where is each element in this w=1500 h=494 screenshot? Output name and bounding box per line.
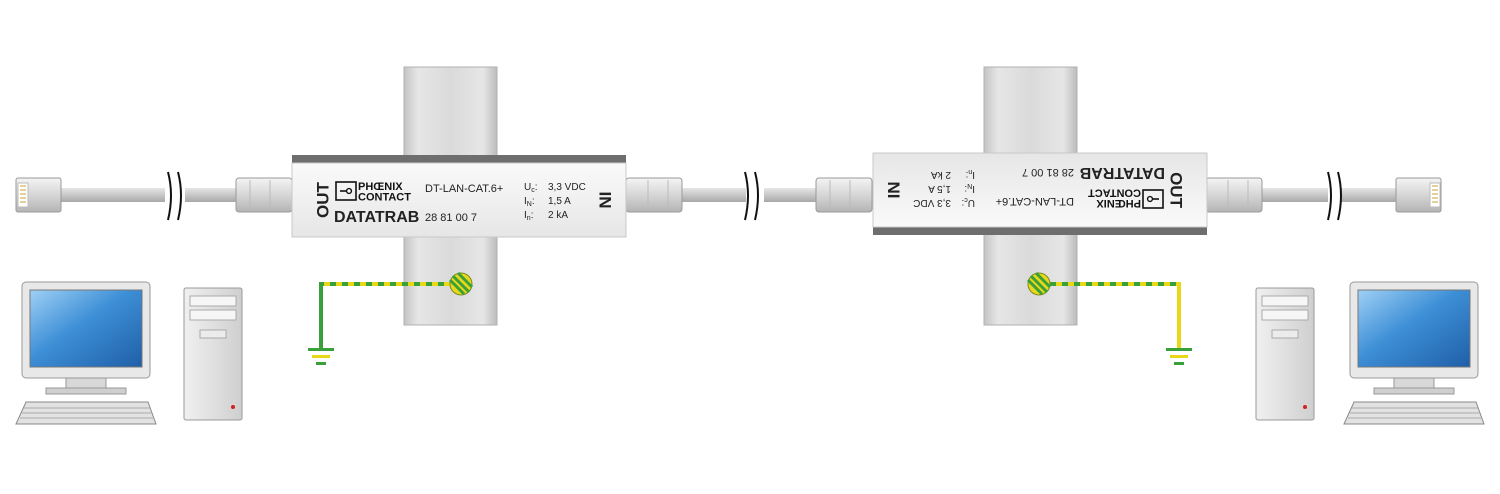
- cable-break-icon: [1327, 171, 1342, 221]
- keyboard-icon: [15, 401, 157, 425]
- spec-symbol: IN:: [964, 182, 975, 194]
- spec-value: 3,3 VDC: [548, 182, 586, 193]
- rj45-plug-icon: [625, 177, 683, 213]
- model-number: DT-LAN-CAT.6+: [425, 183, 503, 195]
- ground-wire-right: [1026, 271, 1181, 348]
- rj45-plug-icon: [15, 177, 62, 213]
- spec-symbol: In:: [966, 168, 975, 180]
- pc-monitor-icon: [21, 281, 151, 395]
- brand-line2: CONTACT: [358, 192, 411, 204]
- cable-segment-middle: [676, 188, 818, 202]
- spec-symbol: IN:: [524, 196, 535, 208]
- cable-segment-far-left: [60, 188, 240, 202]
- brand-line2: CONTACT: [1088, 187, 1141, 199]
- in-label: IN: [884, 182, 903, 199]
- spec-value: 2 kA: [931, 169, 951, 180]
- spec-list: Uc: 3,3 VDC IN: 1,5 A In: 2 kA: [913, 168, 975, 208]
- rj45-plug-icon: [1205, 177, 1263, 213]
- ground-wire-left: [319, 271, 474, 348]
- pc-monitor-icon: [1349, 281, 1479, 395]
- phoenix-contact-logo: PHŒNIX CONTACT: [335, 181, 411, 204]
- ground-symbol-icon: [1166, 348, 1192, 365]
- brand-line1: PHŒNIX: [1096, 197, 1141, 209]
- order-number: 28 81 00 7: [425, 212, 477, 224]
- out-label: OUT: [1167, 172, 1186, 209]
- surge-module-left: OUT PHŒNIX CONTACT DATATRAB DT-LAN-CAT.6…: [291, 155, 627, 238]
- in-label: IN: [596, 192, 615, 209]
- surge-module-right: OUT PHŒNIX CONTACT DATATRAB DT-LAN-CAT.6…: [872, 152, 1208, 235]
- pc-tower-icon: [183, 287, 243, 421]
- spec-symbol: In:: [524, 210, 533, 222]
- phoenix-contact-logo: PHŒNIX CONTACT: [1088, 187, 1164, 209]
- spec-value: 1,5 A: [548, 196, 571, 207]
- product-name: DATATRAB: [1080, 164, 1165, 181]
- out-label: OUT: [313, 181, 332, 218]
- cable-segment-far-right: [1260, 188, 1400, 202]
- spec-value: 1,5 A: [928, 183, 951, 194]
- ground-symbol-icon: [308, 348, 334, 365]
- cable-break-icon: [167, 171, 182, 221]
- spec-symbol: Uc:: [961, 196, 975, 208]
- order-number: 28 81 00 7: [1022, 166, 1074, 178]
- model-number: DT-LAN-CAT.6+: [996, 195, 1074, 207]
- keyboard-icon: [1343, 401, 1485, 425]
- spec-value: 3,3 VDC: [913, 197, 951, 208]
- spec-list: Uc: 3,3 VDC IN: 1,5 A In: 2 kA: [524, 182, 586, 222]
- spec-value: 2 kA: [548, 210, 568, 221]
- cable-break-icon: [744, 171, 759, 221]
- product-name: DATATRAB: [334, 209, 419, 226]
- brand-line1: PHŒNIX: [358, 181, 403, 193]
- rj45-plug-icon: [815, 177, 873, 213]
- rj45-plug-icon: [235, 177, 293, 213]
- pc-tower-icon: [1255, 287, 1315, 421]
- spec-symbol: Uc:: [524, 182, 538, 194]
- rj45-plug-icon: [1395, 177, 1442, 213]
